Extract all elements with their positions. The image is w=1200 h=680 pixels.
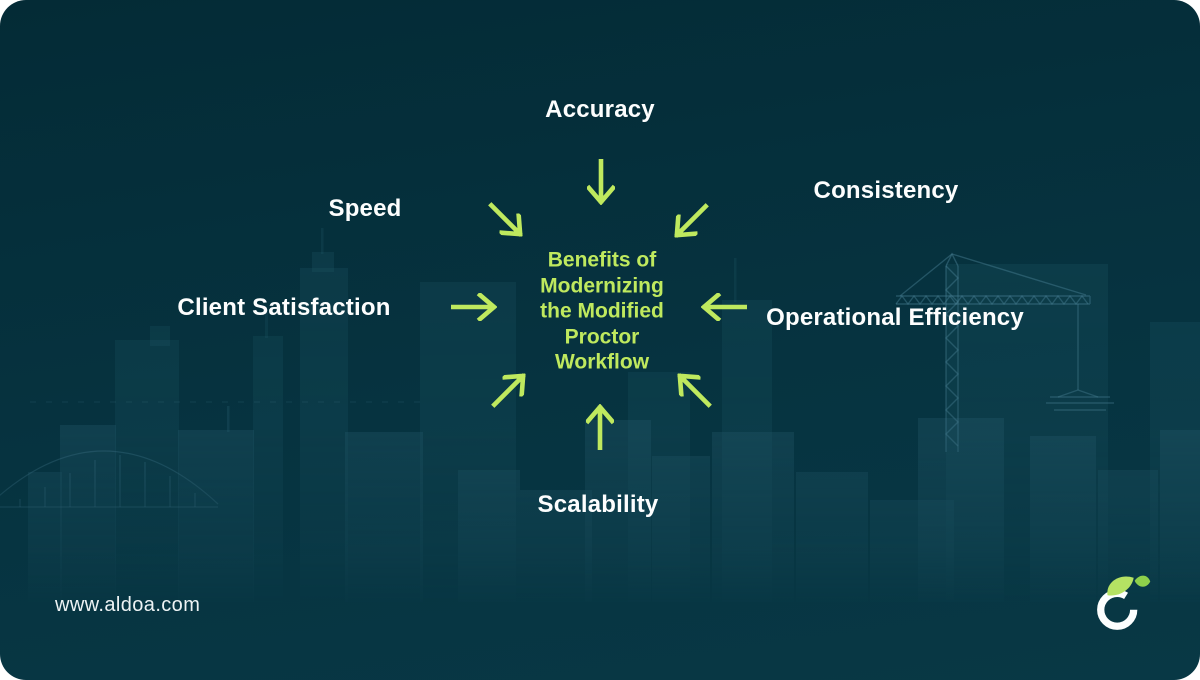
crane-silhouette <box>895 252 1114 452</box>
arrow-left-icon <box>701 293 747 321</box>
benefit-label-consistency: Consistency <box>813 177 959 204</box>
bridge-silhouette <box>0 401 420 508</box>
arrow-down-left-icon <box>674 202 710 238</box>
logo-leaf-icon <box>1107 576 1134 596</box>
arrow-up-right-icon <box>490 373 526 409</box>
center-title-line: Workflow <box>554 350 650 374</box>
center-title-line: Benefits of <box>547 248 657 272</box>
center-title-line: the Modified <box>540 299 664 323</box>
benefit-label-scalability: Scalability <box>537 491 659 518</box>
arrow-down-right-icon <box>487 201 523 237</box>
logo-small-leaf-icon <box>1134 575 1151 587</box>
arrow-up-icon <box>586 404 614 450</box>
aldoa-logo <box>1097 575 1151 630</box>
center-title-line: Modernizing <box>540 273 664 297</box>
benefit-label-accuracy: Accuracy <box>545 96 655 123</box>
arrow-up-left-icon <box>677 373 713 409</box>
website-url: www.aldoa.com <box>55 594 201 616</box>
center-title-line: Proctor <box>564 324 640 348</box>
benefit-label-client-satisfaction: Client Satisfaction <box>177 294 391 321</box>
center-title: Benefits of Modernizing the Modified Pro… <box>502 247 702 375</box>
benefit-label-operational-efficiency: Operational Efficiency <box>766 304 1024 331</box>
arrow-right-icon <box>451 293 497 321</box>
logo-ring <box>1097 589 1138 630</box>
benefit-label-speed: Speed <box>328 195 402 222</box>
arrow-down-icon <box>587 159 615 205</box>
